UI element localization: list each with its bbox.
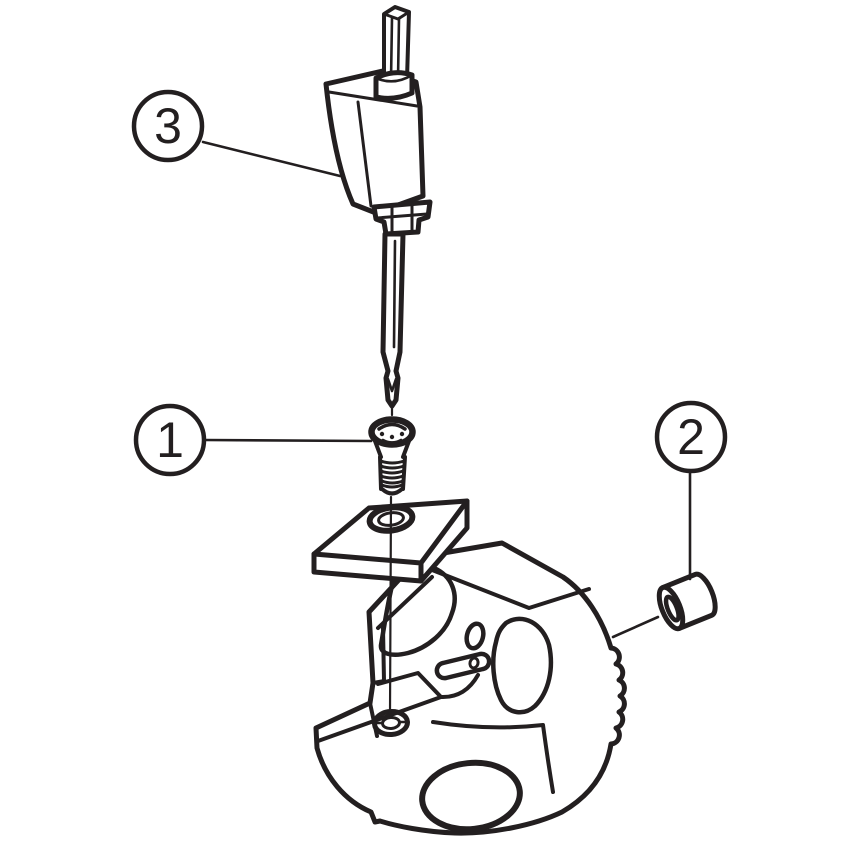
- torx-socket-lower-arc: [381, 438, 403, 444]
- callout-1-balloon: [133, 403, 207, 477]
- leader-line-body-to-sleeve: [611, 615, 660, 639]
- coolant-slot-bore: [468, 656, 480, 670]
- callout-1: 1: [133, 403, 207, 477]
- callout-2-label: 2: [677, 409, 705, 465]
- hex-shank-facets: [389, 16, 401, 82]
- driver-handle-top-edge: [327, 90, 419, 108]
- chip-gullet-front: [491, 616, 554, 715]
- coolant-hole: [464, 621, 486, 651]
- cutter-head-body: [313, 540, 627, 836]
- sleeve: [656, 571, 718, 632]
- coolant-slot: [434, 651, 492, 681]
- torx-lobe-dot: [389, 434, 395, 440]
- callout-3-balloon: [131, 89, 205, 163]
- callout-2: 2: [654, 400, 728, 474]
- torx-tip-notch: [386, 377, 398, 393]
- driver-collar-rim: [374, 73, 414, 83]
- head-top-face-edge: [425, 566, 591, 610]
- torx-lobe-dot: [399, 431, 405, 437]
- arbor-bore: [419, 759, 523, 833]
- chuck-nut-edge: [375, 212, 429, 220]
- screw-tip-cap: [380, 487, 404, 496]
- screw-neck: [373, 439, 411, 459]
- insert-clamp-screw: [368, 416, 416, 496]
- seat-screw-hole-bore: [381, 715, 401, 731]
- driver-chuck-nut: [371, 199, 433, 237]
- torque-screwdriver: [323, 5, 433, 417]
- torx-socket-arc: [377, 422, 407, 431]
- insert-face-edges: [311, 498, 470, 584]
- driver-handle-body: [323, 68, 426, 216]
- leader-lines: [201, 140, 692, 639]
- callout-3: 3: [131, 89, 205, 163]
- front-face-edge: [431, 720, 555, 794]
- insert-hole: [366, 504, 416, 534]
- callout-3-label: 3: [154, 98, 182, 154]
- callout-2-balloon: [654, 400, 728, 474]
- torx-lobe-dot: [379, 431, 385, 437]
- driver-shaft-facet: [392, 239, 397, 349]
- leader-line-1: [203, 438, 373, 443]
- leader-line-3: [201, 140, 342, 178]
- driver-handle-facet-edge: [356, 100, 373, 208]
- seat-hole-thread-marks: [375, 720, 407, 725]
- seat-front-edge: [439, 673, 480, 700]
- assembly-centerline: [388, 495, 393, 716]
- screw-threads: [379, 459, 406, 489]
- chuck-nut-facets: [390, 202, 414, 235]
- callout-1-label: 1: [156, 412, 184, 468]
- sleeve-bore: [663, 594, 681, 623]
